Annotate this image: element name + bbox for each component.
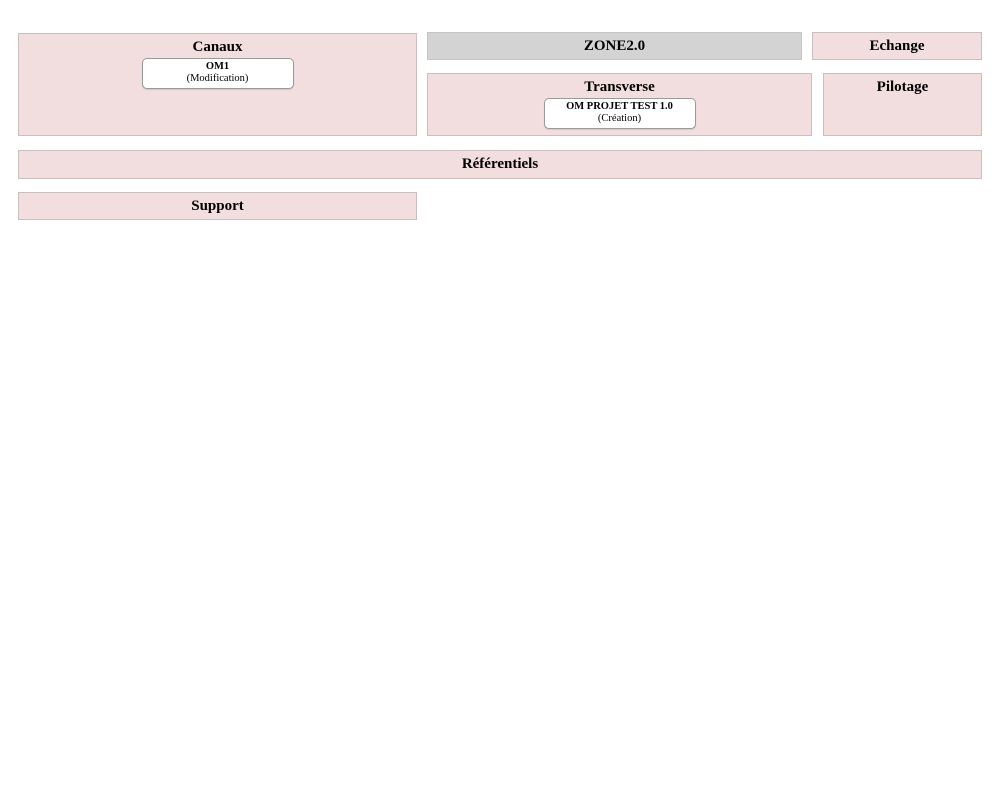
panel-transverse-title: Transverse [584, 79, 655, 95]
panel-canaux-title: Canaux [192, 39, 243, 55]
transverse-item-name: OM PROJET TEST 1.0 [566, 101, 673, 112]
panel-echange-title: Echange [869, 38, 925, 54]
panel-zone2-header[interactable]: ZONE2.0 [427, 32, 802, 60]
panel-referentiels-title: Référentiels [461, 156, 539, 172]
transverse-item-om-projet-test-card[interactable]: OM PROJET TEST 1.0 (Création) [543, 98, 696, 129]
panel-pilotage[interactable]: Pilotage [823, 73, 982, 136]
canaux-item-mode: (Modification) [186, 73, 249, 84]
panel-echange[interactable]: Echange [812, 32, 982, 60]
panel-referentiels[interactable]: Référentiels [18, 150, 982, 179]
panel-canaux[interactable]: Canaux OM1 (Modification) [18, 33, 417, 136]
panel-transverse[interactable]: Transverse OM PROJET TEST 1.0 (Création) [427, 73, 812, 136]
transverse-item-mode: (Création) [597, 113, 642, 124]
panel-support-title: Support [191, 198, 244, 214]
panel-pilotage-title: Pilotage [876, 79, 929, 95]
canaux-item-name: OM1 [205, 61, 230, 72]
panel-zone2-title: ZONE2.0 [583, 38, 646, 54]
canaux-item-om1-card[interactable]: OM1 (Modification) [141, 58, 294, 89]
panel-support[interactable]: Support [18, 192, 417, 220]
